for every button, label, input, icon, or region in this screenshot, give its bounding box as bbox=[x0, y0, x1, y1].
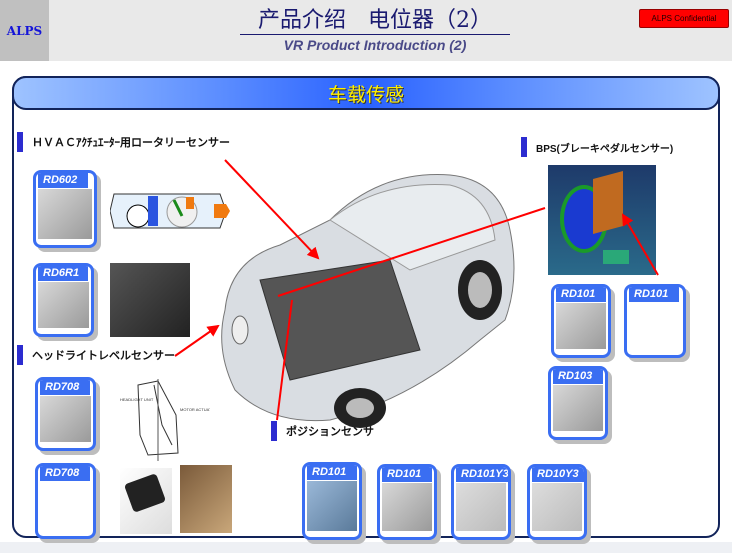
section-marker bbox=[17, 132, 23, 152]
product-image bbox=[532, 483, 582, 531]
confidential-badge: ALPS Confidential bbox=[639, 9, 729, 28]
car-cutaway-image bbox=[221, 174, 515, 428]
product-card-rd708-b[interactable]: RD708 bbox=[35, 463, 96, 539]
product-image bbox=[40, 396, 91, 442]
headlight-label-text: ヘッドライトレベルセンサー bbox=[32, 350, 175, 362]
hvac-actuator-photo bbox=[110, 263, 190, 337]
product-label: RD602 bbox=[38, 173, 88, 188]
product-label: RD10Y3 bbox=[532, 467, 584, 482]
hvac-section-label: ＨＶＡＣｱｸﾁｭｴｰﾀｰ用ロータリーセンサー bbox=[17, 132, 230, 152]
product-card-rd103[interactable]: RD103 bbox=[548, 366, 608, 440]
product-card-rd10y3[interactable]: RD10Y3 bbox=[527, 464, 587, 540]
alps-logo: ALPS bbox=[0, 0, 49, 61]
section-marker bbox=[17, 345, 23, 365]
product-card-rd602[interactable]: RD602 bbox=[33, 170, 97, 248]
actuator-motor-photo bbox=[180, 465, 232, 533]
product-image bbox=[629, 303, 681, 349]
product-image bbox=[307, 481, 357, 531]
headlight-section-label: ヘッドライトレベルセンサー bbox=[17, 345, 175, 365]
svg-text:HEADLIGHT UNIT: HEADLIGHT UNIT bbox=[120, 397, 154, 402]
product-label: RD708 bbox=[40, 466, 90, 481]
product-label: RD6R1 bbox=[38, 266, 88, 281]
hvac-label-text: ＨＶＡＣｱｸﾁｭｴｰﾀｰ用ロータリーセンサー bbox=[32, 137, 230, 149]
page-subtitle: VR Product Introduction (2) bbox=[283, 37, 467, 53]
banner-title: 车载传感 bbox=[327, 84, 404, 106]
product-label: RD708 bbox=[40, 380, 90, 395]
headlight-mechanism-diagram: HEADLIGHT UNIT MOTOR ACTUATOR bbox=[120, 379, 210, 461]
product-card-rd101y3[interactable]: RD101Y3 bbox=[451, 464, 511, 540]
position-section-label: ポジションセンサ bbox=[271, 421, 374, 441]
product-card-rd101-pos-a[interactable]: RD101 bbox=[302, 462, 362, 540]
bps-section-label: BPS(ブレーキペダルセンサー) bbox=[521, 137, 673, 157]
product-image bbox=[553, 385, 603, 431]
actuator-photo bbox=[120, 468, 172, 534]
product-label: RD103 bbox=[553, 369, 603, 384]
product-image bbox=[40, 482, 91, 530]
product-label: RD101 bbox=[629, 287, 679, 302]
position-label-text: ポジションセンサ bbox=[286, 426, 374, 438]
product-card-rd101-bps-b[interactable]: RD101 bbox=[624, 284, 686, 358]
product-image bbox=[556, 303, 606, 349]
footer-band bbox=[0, 542, 732, 553]
product-label: RD101Y3 bbox=[456, 467, 508, 482]
product-image bbox=[38, 189, 92, 239]
section-marker bbox=[271, 421, 277, 441]
product-image bbox=[38, 282, 89, 328]
section-banner: 车载传感 bbox=[12, 76, 720, 110]
slide-header bbox=[0, 0, 732, 61]
product-card-rd101-pos-b[interactable]: RD101 bbox=[377, 464, 437, 540]
svg-text:MOTOR ACTUATOR: MOTOR ACTUATOR bbox=[180, 407, 210, 412]
product-card-rd708[interactable]: RD708 bbox=[35, 377, 96, 451]
product-card-rd6r1[interactable]: RD6R1 bbox=[33, 263, 94, 337]
bps-label-text: BPS(ブレーキペダルセンサー) bbox=[536, 143, 674, 155]
product-image bbox=[456, 483, 506, 531]
page-title: 产品介绍 电位器（2） bbox=[240, 8, 510, 35]
product-label: RD101 bbox=[556, 287, 606, 302]
product-image bbox=[382, 483, 432, 531]
section-marker bbox=[521, 137, 527, 157]
brake-pedal-image bbox=[548, 165, 656, 275]
product-label: RD101 bbox=[307, 465, 357, 480]
product-card-rd101-bps-a[interactable]: RD101 bbox=[551, 284, 611, 358]
product-label: RD101 bbox=[382, 467, 432, 482]
